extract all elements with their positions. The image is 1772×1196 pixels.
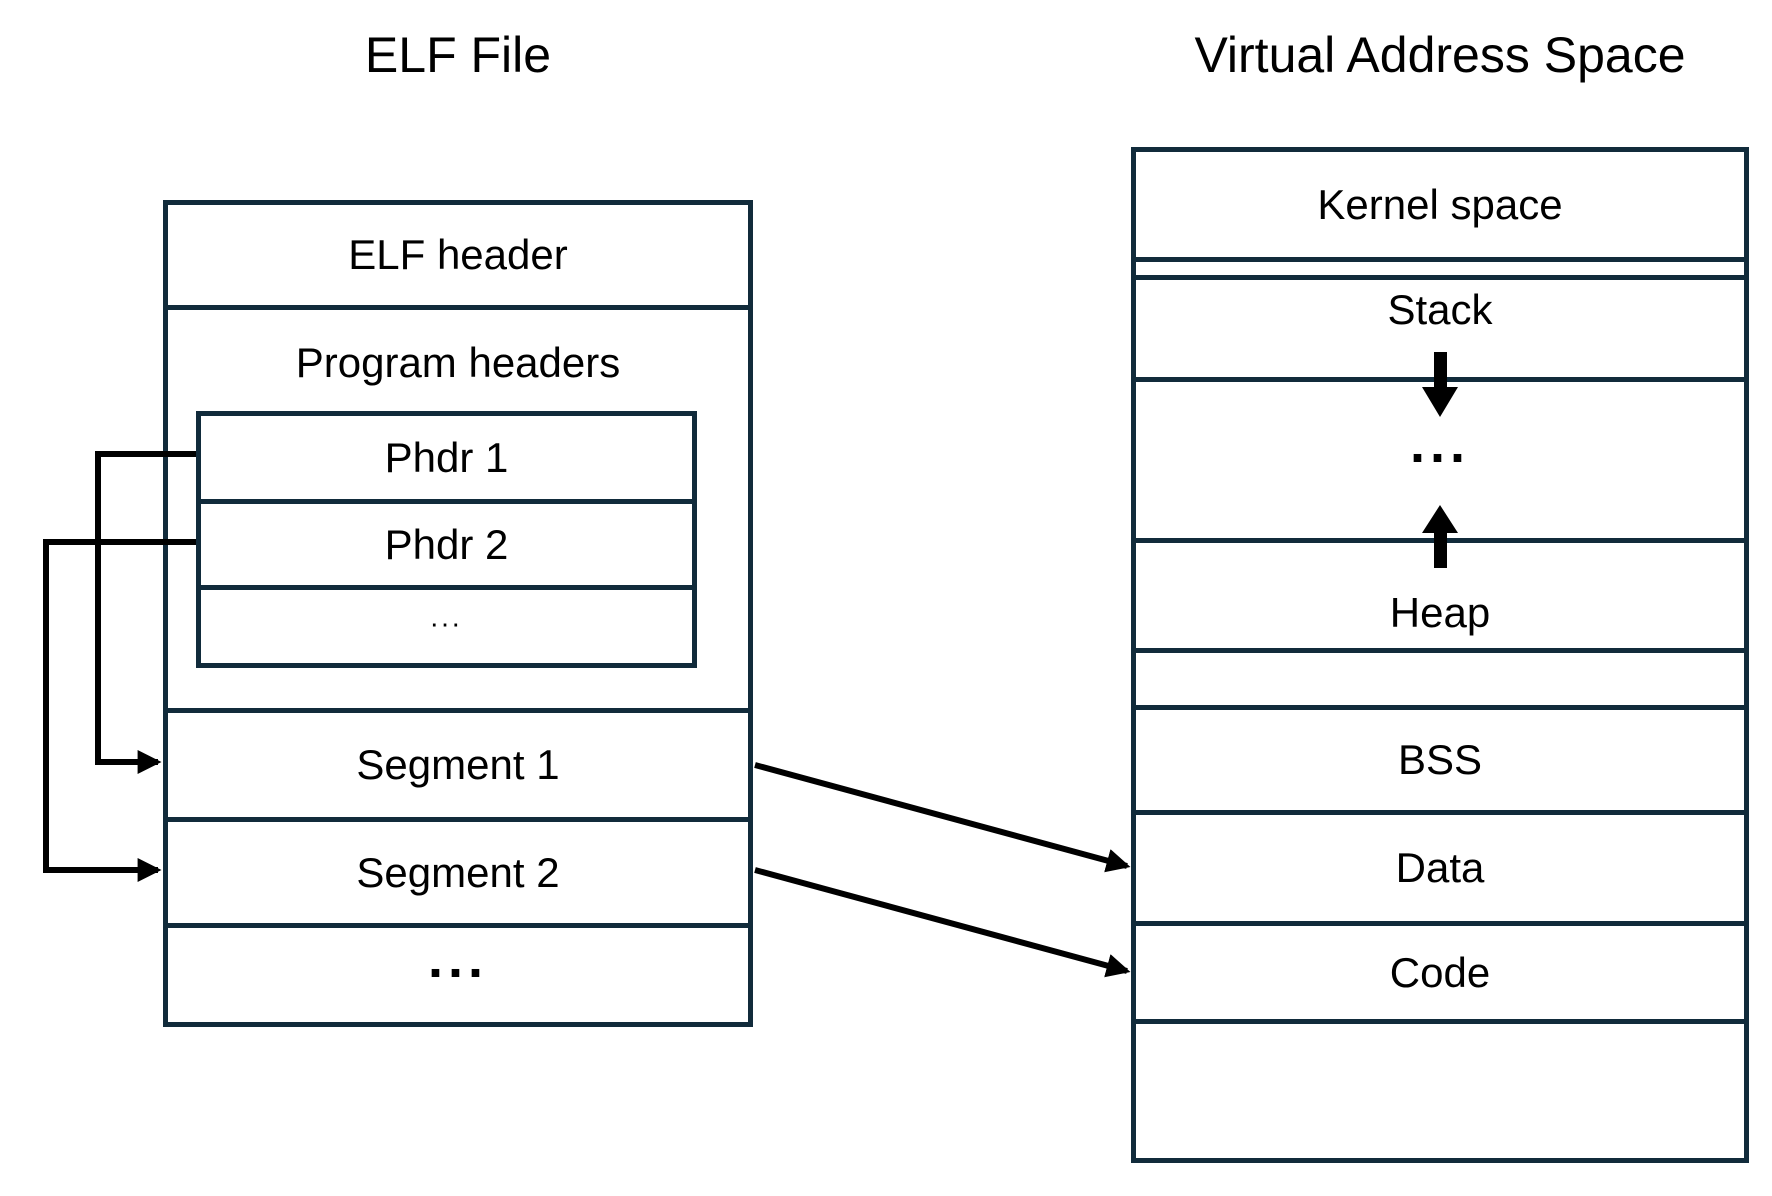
segment-1-row: Segment 1 bbox=[168, 708, 748, 817]
kernel-space-label: Kernel space bbox=[1317, 180, 1563, 228]
elf-file-title: ELF File bbox=[364, 27, 552, 83]
phdr-ellipsis-label: ... bbox=[430, 600, 463, 632]
elf-header-label: ELF header bbox=[348, 231, 568, 278]
segment-2-label: Segment 2 bbox=[356, 848, 560, 896]
segments-ellipsis-row: ... bbox=[168, 923, 748, 1022]
bss-label: BSS bbox=[1397, 736, 1483, 783]
program-headers-section: Program headers bbox=[168, 305, 748, 708]
phdr-table-box: Phdr 1 Phdr 2 ... bbox=[196, 411, 697, 668]
empty-bottom-row bbox=[1136, 1019, 1744, 1158]
elf-header-row: ELF header bbox=[168, 205, 748, 305]
program-headers-label: Program headers bbox=[295, 339, 621, 386]
vas-ellipsis-label: ... bbox=[1409, 413, 1470, 474]
virtual-address-space-title: Virtual Address Space bbox=[1194, 27, 1686, 83]
phdr-1-label: Phdr 1 bbox=[384, 433, 509, 481]
code-row: Code bbox=[1136, 921, 1744, 1019]
kernel-user-divider bbox=[1136, 257, 1744, 275]
segment2-to-code-arrow bbox=[754, 867, 1131, 978]
virtual-address-space-box: Kernel space Stack ... Heap BSS Data Cod… bbox=[1131, 147, 1749, 1163]
segment1-to-data-arrow bbox=[754, 762, 1131, 873]
phdr-1-row: Phdr 1 bbox=[201, 416, 692, 499]
empty-region-row bbox=[1136, 648, 1744, 705]
data-row: Data bbox=[1136, 810, 1744, 921]
stack-label: Stack bbox=[1387, 286, 1493, 333]
phdr-ellipsis-row: ... bbox=[201, 585, 692, 663]
code-label: Code bbox=[1389, 948, 1491, 996]
segment-2-row: Segment 2 bbox=[168, 817, 748, 923]
heap-label: Heap bbox=[1389, 589, 1491, 636]
bss-row: BSS bbox=[1136, 705, 1744, 810]
stack-row: Stack bbox=[1136, 275, 1744, 377]
segment-1-label: Segment 1 bbox=[356, 741, 560, 788]
kernel-space-row: Kernel space bbox=[1136, 152, 1744, 257]
vas-ellipsis-row: ... bbox=[1136, 377, 1744, 538]
phdr-2-label: Phdr 2 bbox=[384, 520, 509, 568]
heap-row: Heap bbox=[1136, 538, 1744, 648]
phdr-2-row: Phdr 2 bbox=[201, 499, 692, 585]
data-label: Data bbox=[1395, 844, 1485, 891]
segments-ellipsis-label: ... bbox=[427, 928, 488, 989]
